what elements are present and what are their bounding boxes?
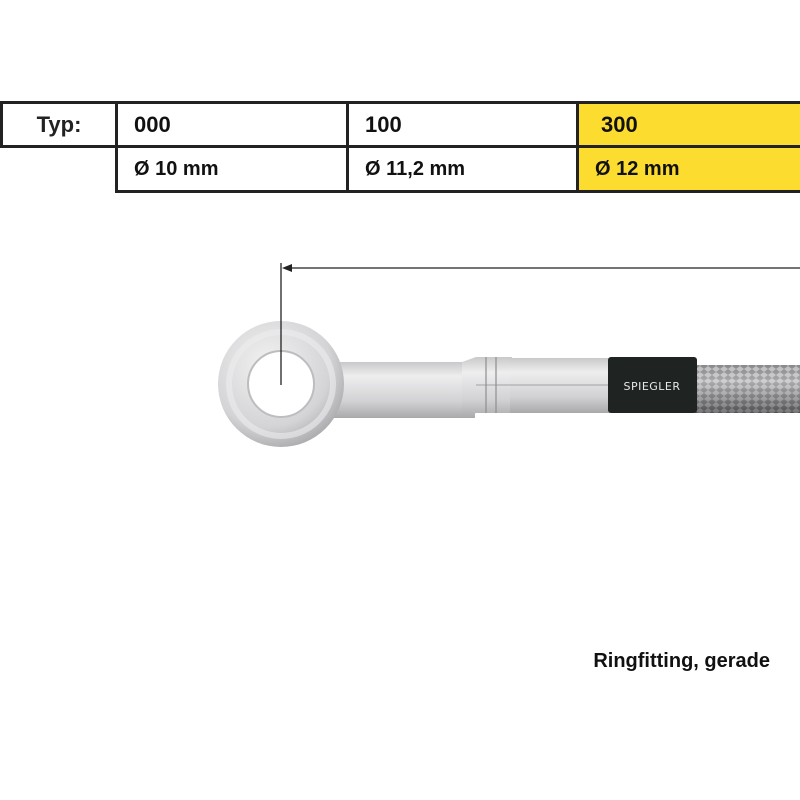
hose [695, 365, 800, 413]
brand-logo: SPIEGLER [623, 380, 680, 393]
collar [462, 357, 512, 418]
length-dimension-line [280, 263, 800, 385]
product-caption: Ringfitting, gerade [593, 650, 770, 672]
brand-band [608, 357, 697, 413]
sleeve [510, 358, 610, 413]
stem [320, 362, 475, 418]
diameter-300: Ø 12 mm [576, 145, 800, 193]
